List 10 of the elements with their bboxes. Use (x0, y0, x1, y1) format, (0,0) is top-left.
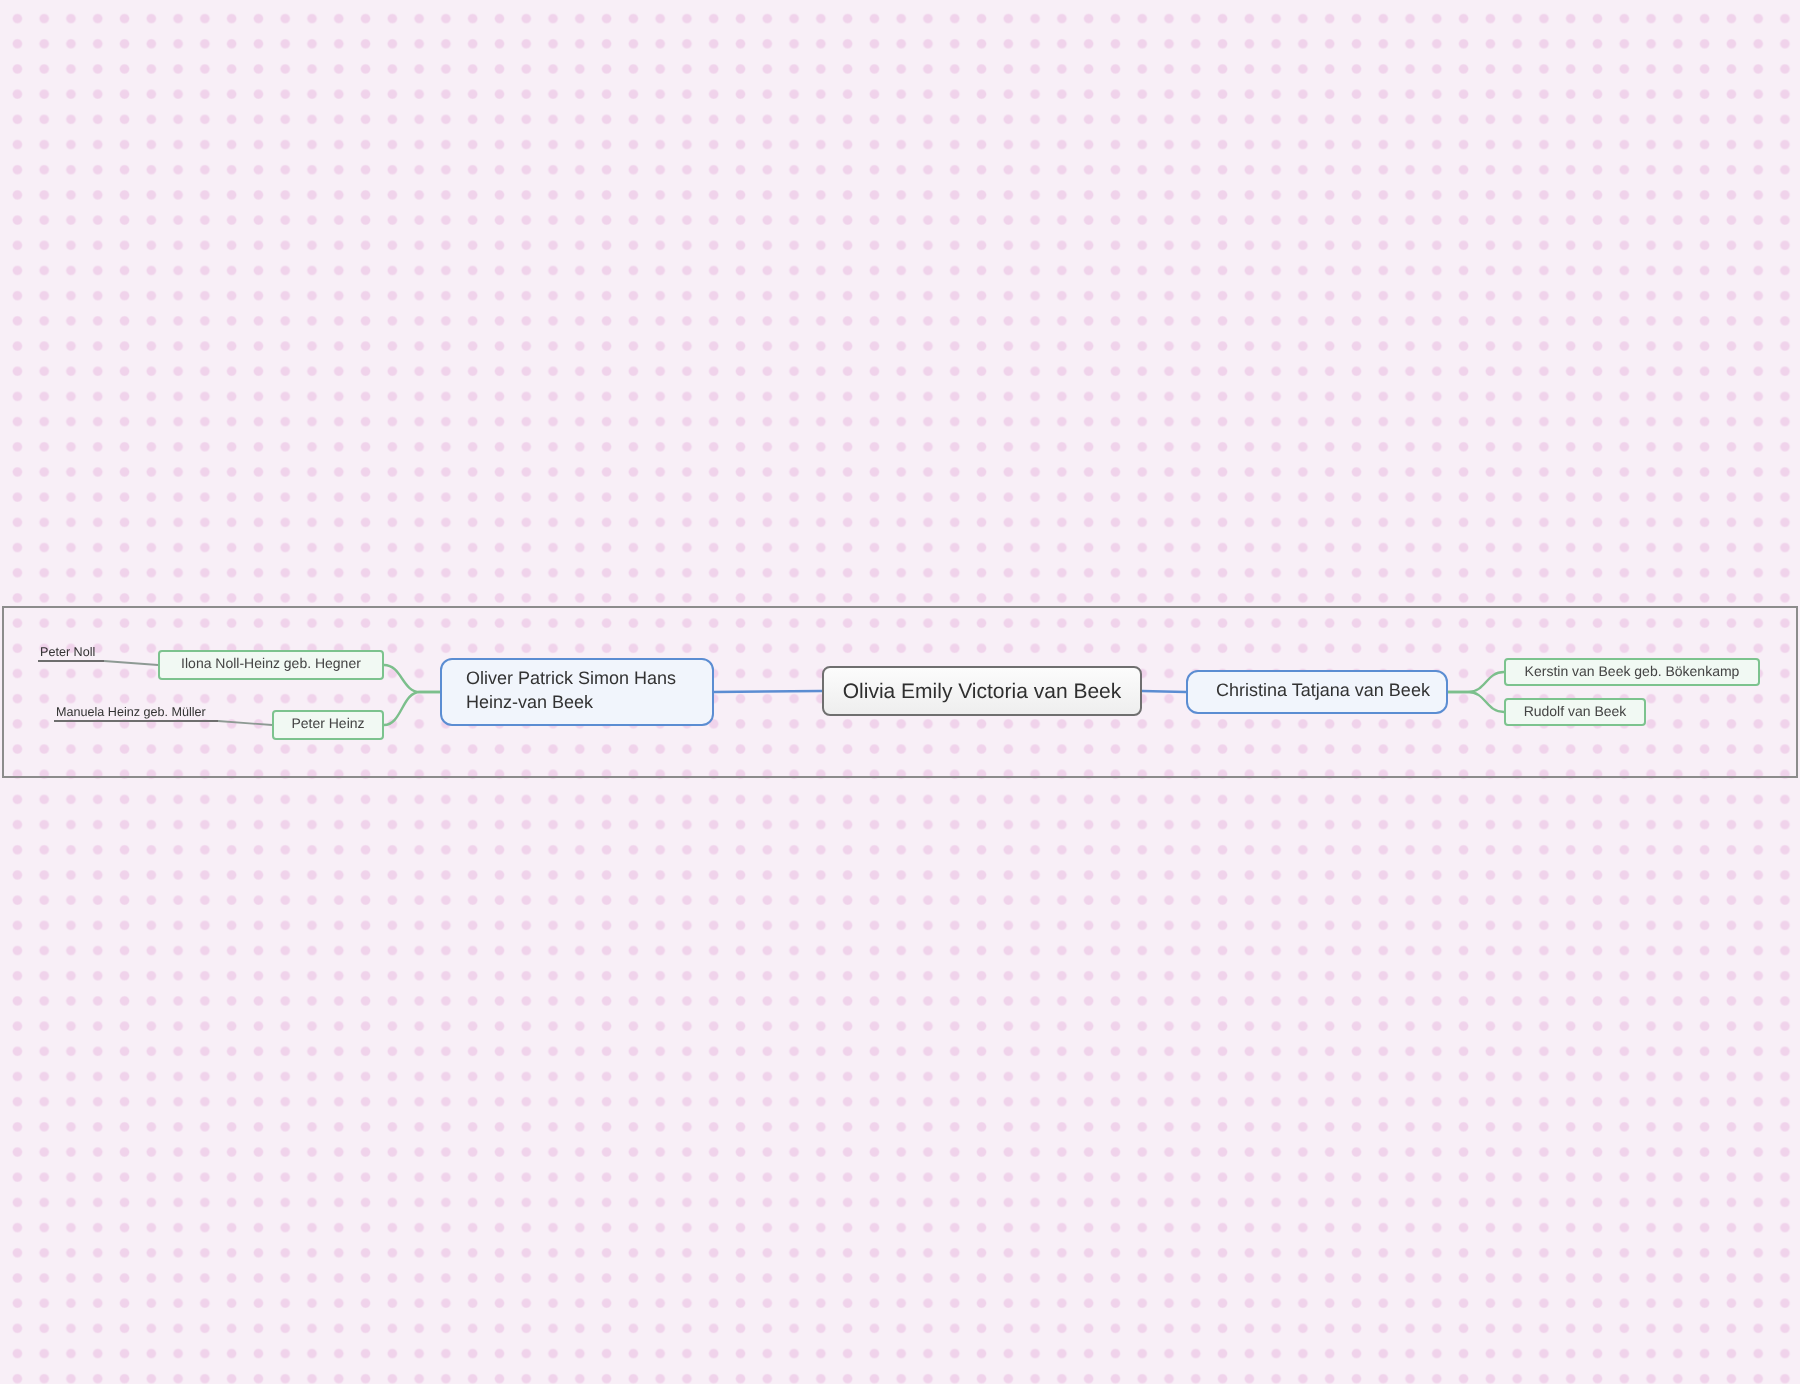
connector-line (217, 720, 273, 726)
connector-line (714, 689, 822, 694)
connector-line (1141, 689, 1187, 694)
topic-box: Oliver Patrick Simon Hans Heinz-van Beek (440, 658, 714, 726)
connector-line (383, 690, 440, 727)
connector-line (103, 660, 159, 666)
connector-line (1448, 690, 1505, 714)
topic-box: Christina Tatjana van Beek (1186, 670, 1448, 714)
group-frame (2, 606, 1798, 778)
central-topic-box: Olivia Emily Victoria van Beek (822, 666, 1142, 716)
